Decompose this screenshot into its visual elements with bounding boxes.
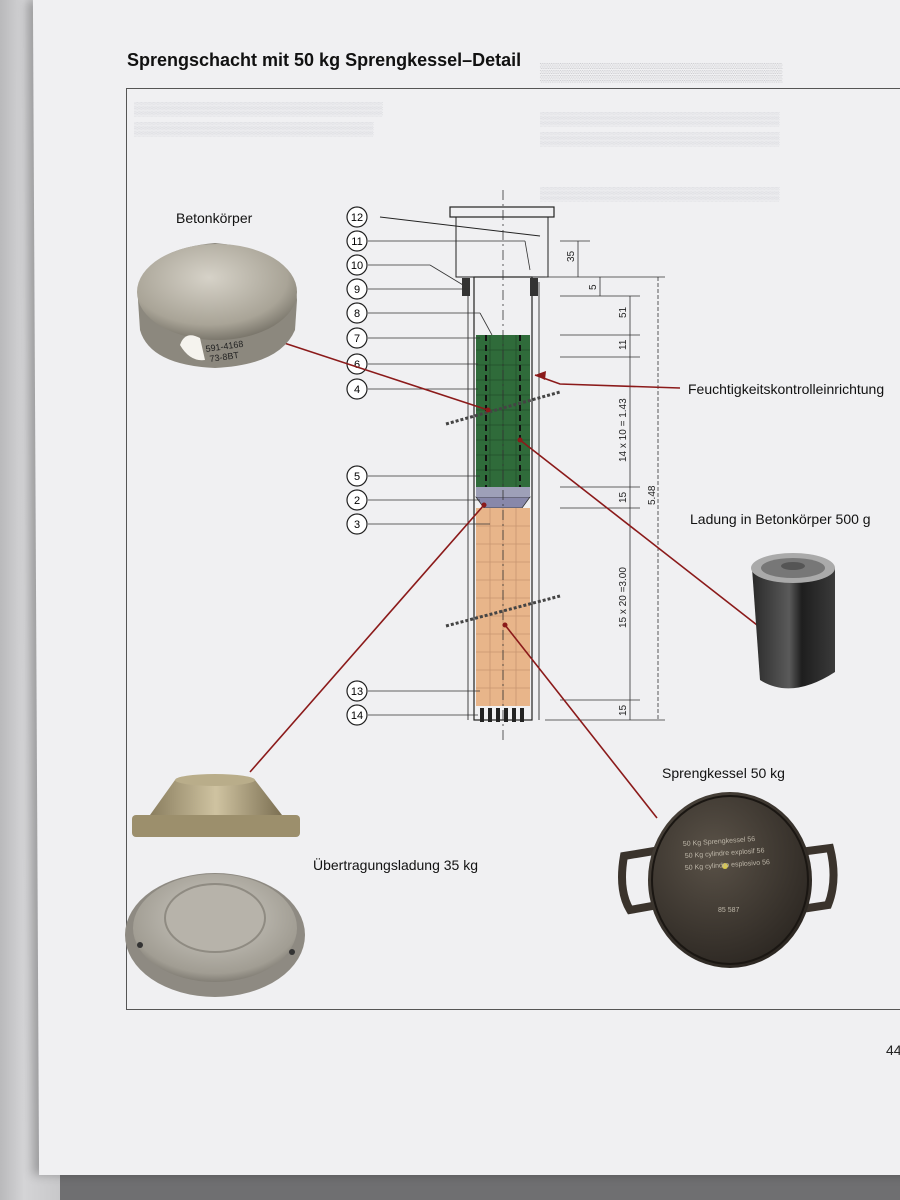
bleed-through-text: ▒▒▒▒▒▒▒▒▒▒▒▒▒▒▒▒▒▒▒▒▒▒▒▒▒▒ [540, 111, 780, 126]
dim-gap: 15 [618, 491, 629, 503]
photo-sprengkessel: 50 Kg Sprengkessel 56 50 Kg cylindre exp… [618, 792, 838, 968]
callout-markers: 12 11 10 9 8 7 6 4 5 2 3 13 14 [346, 206, 368, 726]
seal-right [530, 278, 538, 296]
label-feuchtigkeit: Feuchtigkeitskontrolleinrichtung [688, 381, 885, 397]
photo-betonkoerper: 591-4168 73-8BT [137, 243, 297, 368]
page-number: 44 [886, 1042, 900, 1058]
dim-sub2: 51 [618, 306, 629, 318]
callout-number: 5 [354, 471, 360, 483]
bleed-through-text: ▒▒▒▒▒▒▒▒▒▒▒▒▒▒▒▒▒▒▒▒▒▒▒▒▒▒▒ [134, 101, 383, 116]
callout-number: 12 [351, 212, 363, 224]
callout-circle [346, 680, 368, 702]
bleed-through-text: ▒▒▒▒▒▒▒▒▒▒▒▒▒▒▒▒▒▒▒▒▒▒▒▒▒▒ [134, 121, 374, 136]
bleed-through-text: ▒▒▒▒▒▒▒▒▒▒▒▒▒▒▒▒▒▒▒▒▒▒▒▒▒▒ [540, 131, 780, 146]
callout-circle [346, 465, 368, 487]
callout-circle [346, 704, 368, 726]
callout-circle [346, 513, 368, 535]
callout-number: 11 [351, 236, 362, 248]
callout-number: 6 [354, 359, 360, 371]
kessel-code: 85 587 [718, 907, 740, 914]
shaft-drawing [368, 190, 665, 740]
beton-marking-2: 73-8BT [209, 350, 240, 364]
photo-ladung-can [751, 553, 835, 689]
callout-circle [346, 206, 368, 228]
callout-number: 14 [351, 710, 363, 722]
callout-circle [346, 278, 368, 300]
label-betonkoerper: Betonkörper [176, 210, 253, 226]
callout-number: 2 [354, 495, 360, 507]
page-title: Sprengschacht mit 50 kg Sprengkessel–Det… [127, 50, 522, 70]
callout-number: 7 [354, 333, 360, 345]
photo-uebertragung-bottom [125, 873, 305, 997]
leader-12 [379, 216, 541, 237]
dim-bottom: 15 [618, 704, 629, 716]
bleed-through-text: ▒▒▒▒▒▒▒▒▒▒▒▒▒▒▒▒▒▒▒▒▒▒▒▒▒▒ [540, 186, 780, 201]
callout-number: 8 [354, 308, 360, 320]
dim-green-total: 14 x 10 = 1.43 [618, 398, 629, 462]
callout-number: 3 [354, 519, 360, 531]
dim-sub3: 11 [618, 339, 629, 350]
callout-circle [346, 230, 368, 252]
dim-total: 5.48 [647, 485, 658, 505]
callout-circle [346, 302, 368, 324]
callout-circle [346, 327, 368, 349]
callout-number: 13 [351, 686, 363, 698]
callout-number: 4 [354, 384, 360, 396]
callout-circle [346, 378, 368, 400]
dim-top-offset: 35 [566, 250, 577, 262]
leader-dots [481, 371, 546, 628]
callout-number: 9 [354, 284, 360, 296]
dim-sub1: 5 [588, 284, 599, 290]
callout-number: 10 [351, 260, 363, 272]
label-uebertragung: Übertragungsladung 35 kg [313, 857, 479, 873]
dim-orange-total: 15 x 20 =3.00 [618, 567, 629, 628]
photo-uebertragung-cone [132, 774, 300, 837]
figure-frame [126, 88, 900, 1010]
callout-circle [346, 489, 368, 511]
label-sprengkessel: Sprengkessel 50 kg [662, 765, 785, 781]
callout-circle [346, 254, 368, 276]
label-ladung: Ladung in Betonkörper 500 g [690, 511, 871, 527]
